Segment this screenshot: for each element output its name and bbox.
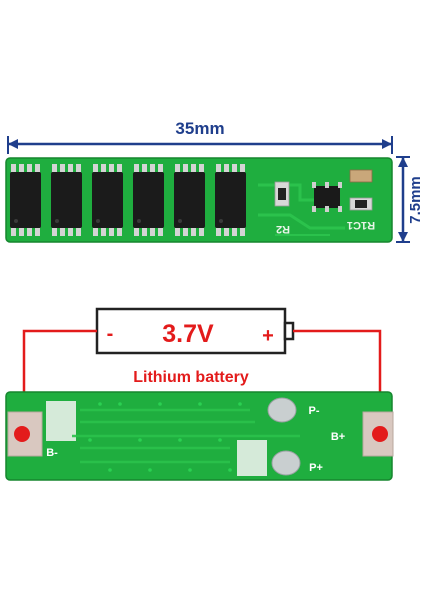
pad-b-plus: B+ bbox=[331, 411, 394, 457]
via bbox=[108, 468, 112, 472]
mosfet-chip-group bbox=[10, 164, 246, 236]
battery-plus-sign: + bbox=[262, 325, 274, 347]
height-dimension: 7.5mm bbox=[396, 156, 424, 243]
top-pcb: R2 R1C1 bbox=[5, 157, 393, 243]
via-group bbox=[88, 402, 242, 472]
width-arrow-right bbox=[382, 139, 392, 149]
b-plus-contact-icon bbox=[372, 426, 388, 442]
via bbox=[238, 402, 242, 406]
bottom-pcb: B- B+ P- P+ bbox=[5, 391, 394, 481]
r2-label: R2 bbox=[276, 223, 290, 235]
via bbox=[198, 402, 202, 406]
via bbox=[98, 402, 102, 406]
r1c1-label: R1C1 bbox=[347, 219, 375, 231]
p-plus-label: P+ bbox=[309, 462, 323, 474]
component-r1c1: R1C1 bbox=[347, 169, 375, 231]
mosfet-chip bbox=[133, 164, 164, 236]
b-minus-contact-icon bbox=[14, 426, 30, 442]
via bbox=[178, 438, 182, 442]
width-dimension: 35mm bbox=[7, 119, 393, 154]
pad-p-minus: P- bbox=[267, 397, 320, 423]
mosfet-chip bbox=[92, 164, 123, 236]
via bbox=[148, 468, 152, 472]
via bbox=[228, 468, 232, 472]
height-arrow-bottom bbox=[398, 232, 408, 242]
mosfet-chip bbox=[10, 164, 41, 236]
pad-b-minus: B- bbox=[7, 411, 58, 459]
battery-caption: Lithium battery bbox=[133, 369, 249, 386]
via bbox=[88, 438, 92, 442]
mosfet-chip bbox=[51, 164, 82, 236]
via bbox=[138, 438, 142, 442]
resistor-r2: R2 bbox=[274, 181, 290, 235]
via bbox=[158, 402, 162, 406]
pad-p-plus: P+ bbox=[271, 450, 323, 476]
battery-symbol: - 3.7V + bbox=[95, 307, 295, 355]
via bbox=[118, 402, 122, 406]
via bbox=[218, 438, 222, 442]
p-minus-label: P- bbox=[309, 405, 320, 417]
height-label: 7.5mm bbox=[407, 176, 424, 224]
via bbox=[188, 468, 192, 472]
mosfet-chip bbox=[215, 164, 246, 236]
battery-minus-sign: - bbox=[107, 323, 114, 345]
width-arrow-left bbox=[8, 139, 18, 149]
width-label: 35mm bbox=[175, 119, 224, 138]
mosfet-chip bbox=[174, 164, 205, 236]
height-arrow-top bbox=[398, 157, 408, 167]
battery-voltage: 3.7V bbox=[162, 320, 214, 348]
b-plus-label: B+ bbox=[331, 431, 345, 443]
battery-terminal bbox=[283, 321, 295, 341]
control-ic bbox=[312, 182, 342, 212]
b-minus-label: B- bbox=[46, 447, 58, 459]
